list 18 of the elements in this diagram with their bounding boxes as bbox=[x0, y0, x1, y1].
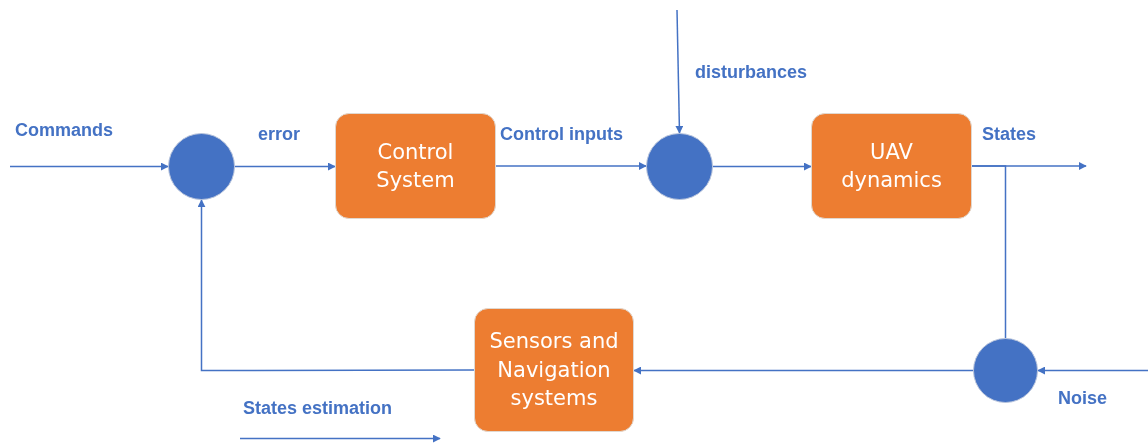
process-box: Control System bbox=[335, 113, 496, 219]
edge-label: Control inputs bbox=[500, 124, 623, 145]
arrow bbox=[197, 199, 475, 372]
edge-label: disturbances bbox=[695, 62, 808, 83]
arrow bbox=[495, 162, 647, 170]
arrow bbox=[1037, 366, 1148, 375]
edge-label: States bbox=[982, 124, 1037, 145]
arrow bbox=[234, 162, 336, 171]
arrow bbox=[712, 162, 812, 171]
edge-label: Commands bbox=[15, 120, 113, 141]
process-box: UAV dynamics bbox=[811, 113, 972, 219]
arrow bbox=[633, 366, 974, 375]
process-box: Sensors and Navigation systems bbox=[474, 308, 634, 432]
caption-label: States estimation bbox=[243, 398, 393, 419]
edge-label: Noise bbox=[1058, 388, 1108, 409]
edge-label: error bbox=[258, 124, 301, 145]
arrow bbox=[9, 162, 169, 171]
arrow bbox=[675, 9, 684, 134]
